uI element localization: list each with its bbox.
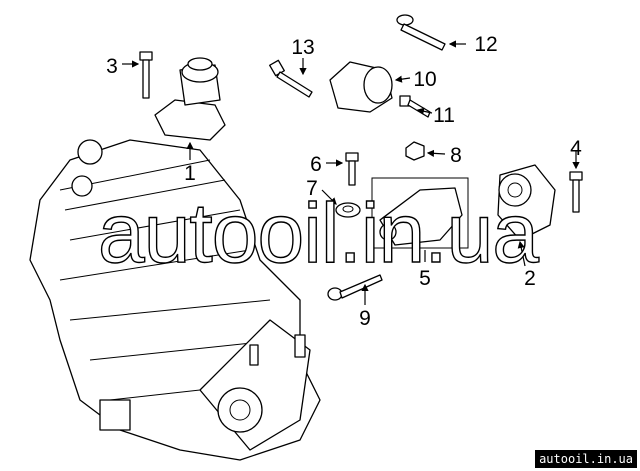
mount-10 xyxy=(329,61,393,113)
callout-9: 9 xyxy=(359,307,371,330)
leader-lines xyxy=(122,40,580,305)
callout-3: 3 xyxy=(106,55,118,78)
nut-8 xyxy=(405,141,425,161)
watermark-badge: autooil.in.ua xyxy=(535,450,637,468)
callout-12: 12 xyxy=(474,33,497,56)
bracket-5 xyxy=(371,177,469,249)
bolt-13 xyxy=(269,59,313,98)
mount-2 xyxy=(497,164,556,241)
bolt-9 xyxy=(327,274,383,301)
callout-5: 5 xyxy=(419,267,431,290)
callout-1: 1 xyxy=(184,162,196,185)
callout-13: 13 xyxy=(291,36,314,59)
bolt-12 xyxy=(396,14,446,51)
bolt-6 xyxy=(345,152,359,186)
callout-4: 4 xyxy=(570,137,582,160)
callout-6: 6 xyxy=(310,153,322,176)
callout-8: 8 xyxy=(450,144,462,167)
callout-2: 2 xyxy=(524,267,536,290)
bolt-3 xyxy=(139,51,153,99)
bolt-11 xyxy=(399,95,431,118)
callout-10: 10 xyxy=(413,68,436,91)
callout-7: 7 xyxy=(306,177,318,200)
washer-7 xyxy=(335,202,361,218)
callout-11: 11 xyxy=(433,104,455,127)
engine-block xyxy=(29,139,321,461)
bolt-4 xyxy=(569,171,583,213)
watermark-text: autooil.in.ua xyxy=(98,186,539,280)
engine-mount-1 xyxy=(154,57,226,141)
